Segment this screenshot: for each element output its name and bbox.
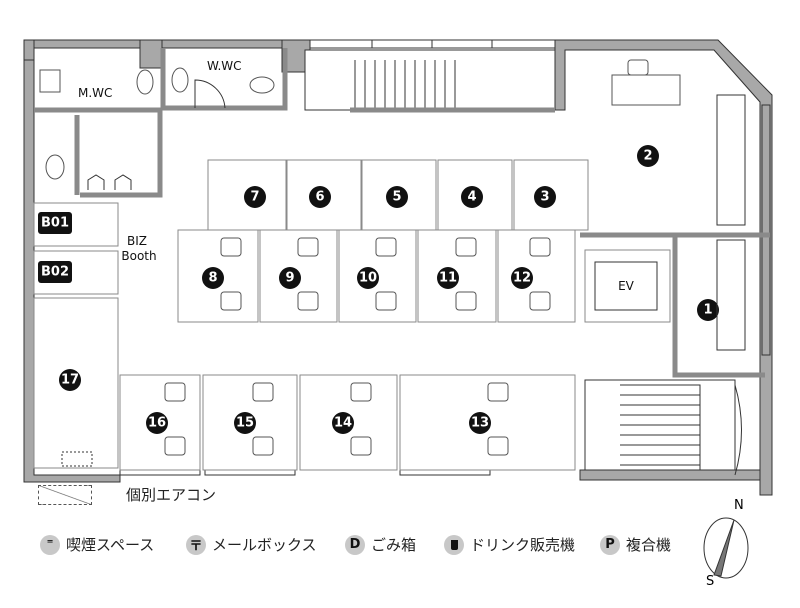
legend-smoking: ⁼ 喫煙スペース <box>40 534 154 555</box>
room-number-badge <box>697 299 719 321</box>
office-room-2: 2 <box>637 145 659 167</box>
room-number: 5 <box>392 190 401 205</box>
room-number: 1 <box>703 303 712 318</box>
stairs-bottom <box>584 379 742 476</box>
office-room-10: 10 <box>338 229 417 323</box>
room-number-badge <box>386 186 408 208</box>
stairs-top <box>304 49 556 113</box>
legend-trash: D ごみ箱 <box>345 534 416 555</box>
legend-aircon-label: 個別エアコン <box>126 486 217 504</box>
office-room-7: 7 <box>207 159 287 231</box>
legend-aircon: 個別エアコン <box>38 484 216 505</box>
room-number-badge <box>309 186 331 208</box>
office-room-8: 8 <box>177 229 259 323</box>
room-number-badge <box>146 412 168 434</box>
drink-cup-icon <box>444 534 464 555</box>
room-label-mwc: M.WC <box>78 86 112 100</box>
compass-north: N <box>734 498 744 513</box>
office-room-14: 14 <box>299 374 398 471</box>
room-number-badge <box>534 186 556 208</box>
room-number: 3 <box>540 190 549 205</box>
room-number: 6 <box>315 190 324 205</box>
mailbox-icon: 〒 <box>186 534 206 555</box>
office-room-11: 11 <box>417 229 497 323</box>
compass-south: S <box>706 574 715 589</box>
room-number: 17 <box>61 373 79 388</box>
room-number-badge <box>202 267 224 289</box>
biz-booth-label: BIZ <box>127 234 147 248</box>
room-number-badge <box>357 267 379 289</box>
room-number-badge <box>332 412 354 434</box>
room-number: 7 <box>250 190 259 205</box>
office-room-17: 17 <box>59 369 81 391</box>
legend-mailbox: 〒メールボックス <box>186 534 317 555</box>
room-number: 11 <box>439 271 457 286</box>
office-2-furniture <box>580 59 770 378</box>
room-number: 4 <box>467 190 476 205</box>
windows <box>119 39 771 476</box>
ev-label: EV <box>618 279 635 293</box>
office-room-12: 12 <box>497 229 576 323</box>
compass: N S <box>696 498 756 593</box>
room-number-badge <box>279 267 301 289</box>
office-room-3: 3 <box>513 159 589 231</box>
room-number-badge <box>637 145 659 167</box>
room-number-badge <box>469 412 491 434</box>
room-number-badge <box>437 267 459 289</box>
biz-booth-label-2: Booth <box>121 249 156 263</box>
room-number: 2 <box>643 149 652 164</box>
legend-copier-label: 複合機 <box>626 536 672 554</box>
room-number-badge <box>461 186 483 208</box>
room-number: 13 <box>471 416 489 431</box>
room-number: 8 <box>208 271 217 286</box>
room-number: 16 <box>148 416 166 431</box>
compass-needle-icon <box>703 517 749 579</box>
office-room-15: 15 <box>202 374 298 471</box>
womens-wc: W.WC <box>160 48 288 111</box>
aircon-icon <box>38 484 92 505</box>
mens-wc: M.WC <box>34 69 163 198</box>
office-room-5: 5 <box>361 159 437 231</box>
booth-b01-label: B01 <box>41 216 69 231</box>
room-number-badge <box>244 186 266 208</box>
legend-trash-label: ごみ箱 <box>371 536 417 554</box>
smoking-icon: ⁼ <box>40 534 60 555</box>
room-number: 12 <box>513 271 531 286</box>
legend-mailbox-label: メールボックス <box>212 536 317 554</box>
legend-vending: ドリンク販売機 <box>444 534 575 555</box>
trash-icon: D <box>345 534 365 555</box>
office-room-13: 13 <box>399 374 576 471</box>
room-number: 15 <box>236 416 254 431</box>
copier-icon: P <box>600 534 620 555</box>
room-number: 14 <box>334 416 352 431</box>
room-number-badge <box>511 267 533 289</box>
legend-vending-label: ドリンク販売機 <box>470 536 576 554</box>
room-number: 9 <box>285 271 294 286</box>
room-number-badge <box>59 369 81 391</box>
room-number: 10 <box>359 271 377 286</box>
legend-copier: P 複合機 <box>600 534 671 555</box>
office-room-9: 9 <box>259 229 338 323</box>
office-room-6: 6 <box>286 159 362 231</box>
room-label-wwc: W.WC <box>207 59 242 73</box>
office-room-1: 1 <box>697 299 719 321</box>
room-number-badge <box>234 412 256 434</box>
legend-smoking-label: 喫煙スペース <box>66 536 155 554</box>
office-room-16: 16 <box>119 374 201 471</box>
booth-b02-label: B02 <box>41 265 69 280</box>
office-room-4: 4 <box>437 159 513 231</box>
elevator: EV <box>584 249 671 323</box>
